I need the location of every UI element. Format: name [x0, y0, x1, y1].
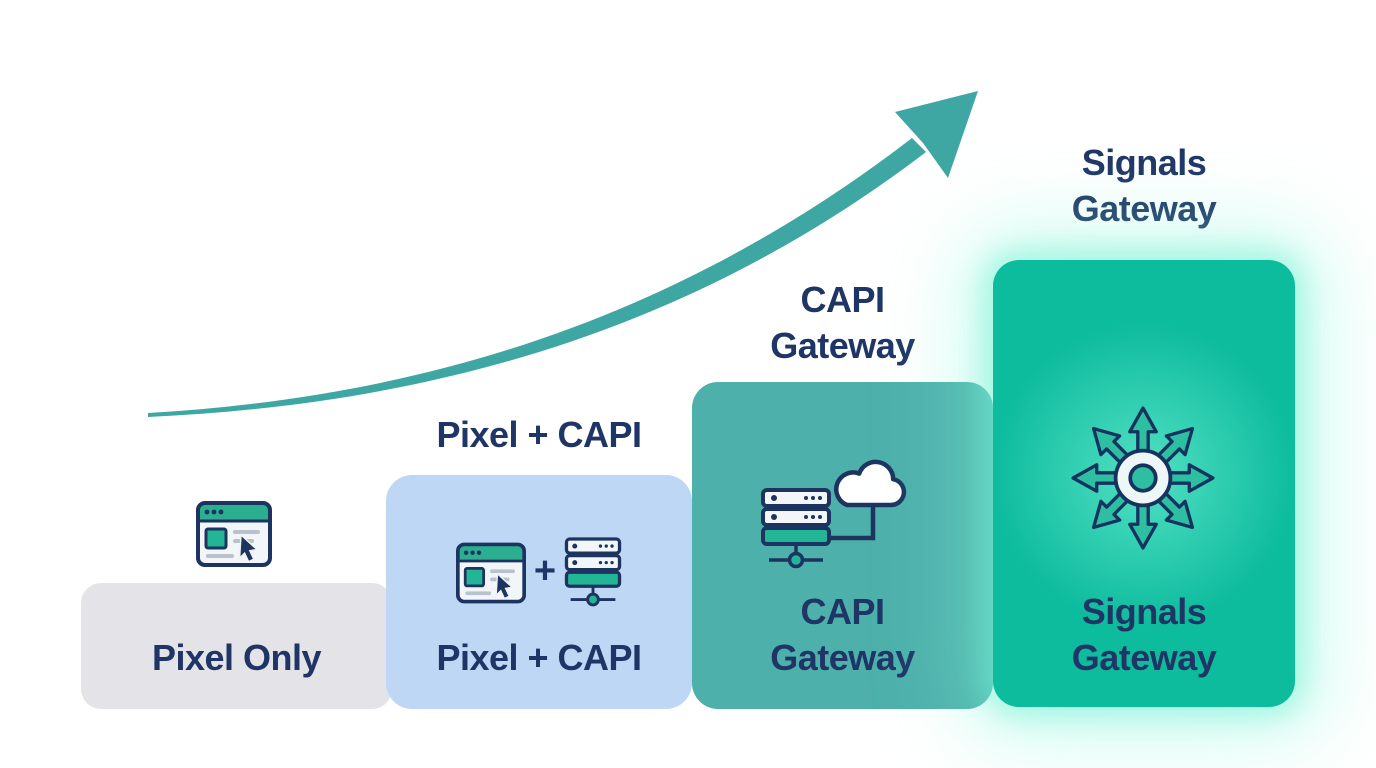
step-label-pixel-capi: Pixel + CAPI — [386, 635, 692, 681]
step-box-pixel-only — [81, 583, 392, 709]
radial-arrows-icon — [1058, 393, 1228, 563]
server-icon — [761, 488, 831, 569]
step-box-capi-gateway — [692, 382, 993, 709]
plus-sign: + — [533, 550, 557, 592]
browser-window-icon — [455, 542, 526, 609]
step-box-pixel-capi — [386, 475, 692, 709]
title-line: Gateway — [1071, 188, 1217, 229]
title-signals-gateway: Signals Gateway — [993, 140, 1295, 232]
cloud-icon — [834, 459, 907, 508]
server-icon — [564, 536, 622, 615]
title-line: Signals — [1081, 142, 1207, 183]
title-capi-gateway: CAPI Gateway — [692, 277, 993, 369]
title-pixel-capi: Pixel + CAPI — [386, 412, 692, 458]
step-label-line: Pixel Only — [151, 637, 322, 678]
step-label-line: Pixel + CAPI — [436, 637, 642, 678]
browser-pixel-icon — [196, 500, 272, 568]
server-cloud-icon — [745, 450, 935, 575]
step-label-line: CAPI — [800, 591, 885, 632]
step-label-signals-gateway: Signals Gateway — [993, 589, 1295, 681]
browser-plus-server-icon: + — [386, 535, 692, 615]
step-label-line: Signals — [1081, 591, 1207, 632]
step-label-capi-gateway: CAPI Gateway — [692, 589, 993, 681]
step-label-line: Gateway — [1071, 637, 1217, 678]
title-line: Gateway — [770, 325, 915, 366]
title-line: CAPI — [800, 279, 885, 320]
step-label-pixel-only: Pixel Only — [81, 635, 392, 681]
title-line: Pixel + CAPI — [436, 414, 642, 455]
step-label-line: Gateway — [770, 637, 915, 678]
growth-arrow-head — [895, 91, 978, 178]
